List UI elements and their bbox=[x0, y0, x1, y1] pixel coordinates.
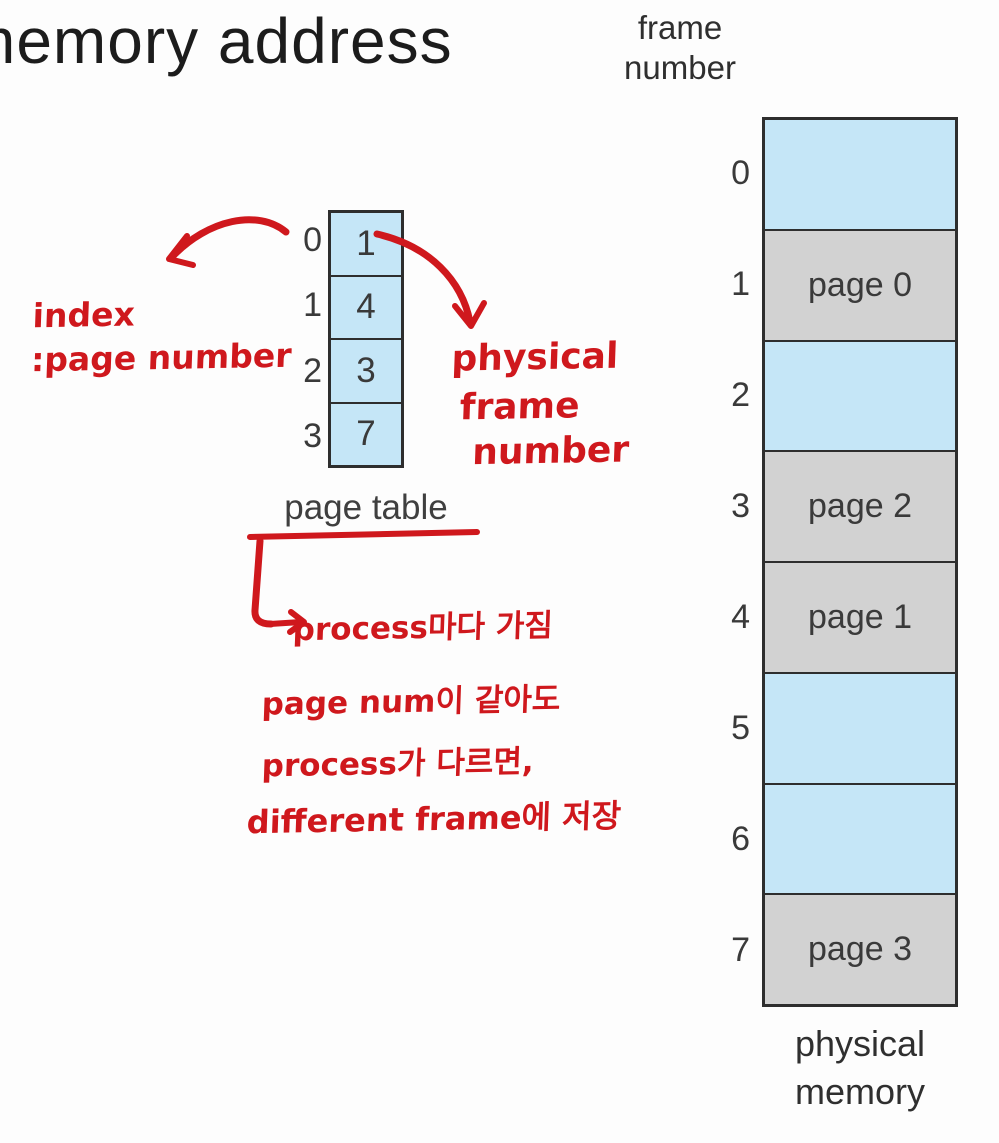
frame-number-6: 6 bbox=[731, 820, 750, 858]
slide-heading: memory address bbox=[0, 5, 453, 77]
index-note-line1: index bbox=[32, 294, 136, 336]
page-table: 1 4 3 7 bbox=[328, 210, 404, 468]
arrow-to-index-note bbox=[166, 216, 290, 268]
physical-memory-label: physical memory bbox=[762, 1020, 958, 1116]
frame-number-header-line1: frame bbox=[637, 9, 723, 46]
page-table-entry-1: 4 bbox=[331, 274, 401, 338]
frame-number-0: 0 bbox=[731, 154, 750, 192]
memory-frame-3: page 2 bbox=[765, 450, 955, 561]
physical-memory-label-line1: physical bbox=[794, 1023, 926, 1064]
physical-memory-label-line2: memory bbox=[794, 1071, 925, 1112]
memory-frame-1: page 0 bbox=[765, 228, 955, 340]
frame-number-3: 3 bbox=[731, 487, 750, 525]
process-ownership-note: process마다 가짐 bbox=[292, 607, 554, 649]
frame-number-1: 1 bbox=[731, 265, 750, 303]
frame-number-2: 2 bbox=[731, 376, 750, 414]
physical-note-line2: frame bbox=[459, 385, 581, 429]
index-note-line2: :page number bbox=[30, 335, 293, 380]
frame-number-header: frame number bbox=[575, 8, 785, 88]
korean-note-line2: process가 다르면, bbox=[261, 743, 535, 785]
frame-number-4: 4 bbox=[731, 598, 750, 636]
frame-number-header-line2: number bbox=[624, 49, 736, 86]
page-table-index-1: 1 bbox=[303, 286, 322, 324]
page-table-index-2: 2 bbox=[303, 352, 322, 390]
memory-frame-5 bbox=[765, 671, 955, 783]
page-table-entry-0: 1 bbox=[331, 213, 401, 275]
physical-frame-number-note: physical frame number bbox=[447, 330, 633, 475]
physical-note-line1: physical bbox=[450, 335, 619, 380]
memory-frame-7: page 3 bbox=[765, 893, 955, 1004]
frame-number-7: 7 bbox=[731, 931, 750, 969]
page-table-label: page table bbox=[284, 488, 448, 527]
physical-memory-column: page 0 page 2 page 1 page 3 bbox=[762, 117, 958, 1007]
page-table-underline bbox=[247, 529, 480, 540]
index-page-number-note: index :page number bbox=[30, 290, 294, 383]
physical-note-line3: number bbox=[471, 429, 630, 474]
memory-frame-6 bbox=[765, 782, 955, 894]
page-table-entry-3: 7 bbox=[331, 401, 401, 465]
page-table-index-3: 3 bbox=[303, 417, 322, 455]
korean-note-line3: different frame에 저장 bbox=[246, 796, 622, 842]
page-table-index-0: 0 bbox=[303, 221, 322, 259]
korean-note-line1: page num이 같아도 bbox=[261, 681, 562, 723]
memory-frame-4: page 1 bbox=[765, 561, 955, 672]
memory-frame-2 bbox=[765, 339, 955, 451]
frame-number-5: 5 bbox=[731, 709, 750, 747]
page-table-entry-2: 3 bbox=[331, 338, 401, 402]
memory-frame-0 bbox=[765, 120, 955, 229]
